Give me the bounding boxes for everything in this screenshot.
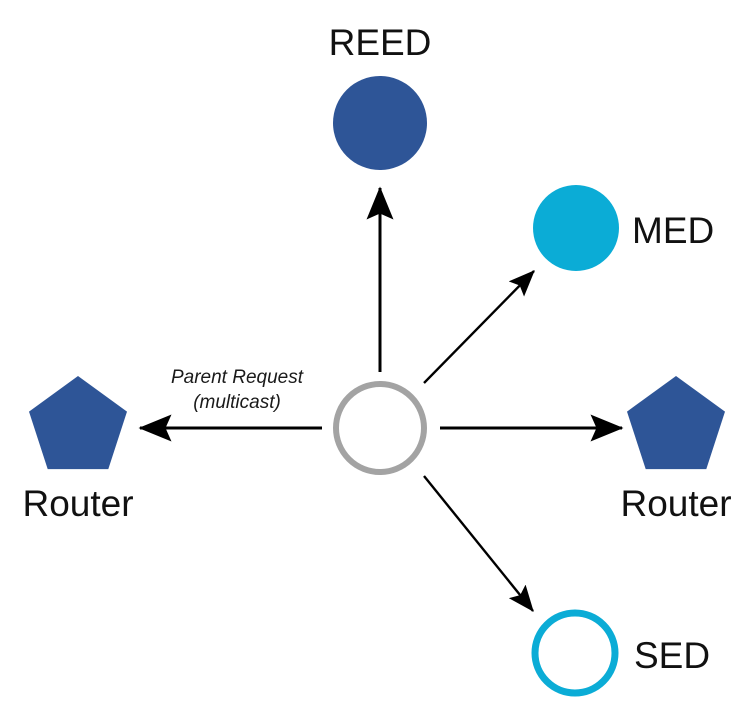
node-sed[interactable]: SED	[531, 609, 710, 697]
parent-request-label-line2: (multicast)	[193, 392, 281, 413]
node-reed[interactable]: REED	[329, 22, 432, 170]
joining-device-circle-shape[interactable]	[333, 381, 427, 475]
node-router-left[interactable]: Router	[22, 376, 134, 524]
nodes-layer: REED MED Router SED Router	[22, 22, 732, 697]
router-left-pentagon-shape[interactable]	[29, 376, 127, 470]
edge-labels-layer: Parent Request (multicast)	[171, 367, 304, 413]
router-right-pentagon-shape[interactable]	[627, 376, 725, 470]
edges-layer	[138, 186, 624, 612]
med-circle-shape[interactable]	[533, 185, 619, 271]
reed-circle-shape[interactable]	[333, 76, 427, 170]
node-router-right[interactable]: Router	[620, 376, 732, 524]
med-label: MED	[632, 210, 714, 251]
sed-circle-shape[interactable]	[531, 609, 619, 697]
edge-child-to-med	[423, 270, 535, 384]
router-left-label: Router	[22, 483, 133, 524]
reed-label: REED	[329, 22, 432, 63]
node-joining-device[interactable]	[333, 381, 427, 475]
router-right-label: Router	[620, 483, 731, 524]
parent-request-label-line1: Parent Request	[171, 367, 304, 388]
node-med[interactable]: MED	[533, 185, 714, 271]
sed-label: SED	[634, 635, 710, 676]
edge-child-to-sed	[423, 475, 534, 612]
